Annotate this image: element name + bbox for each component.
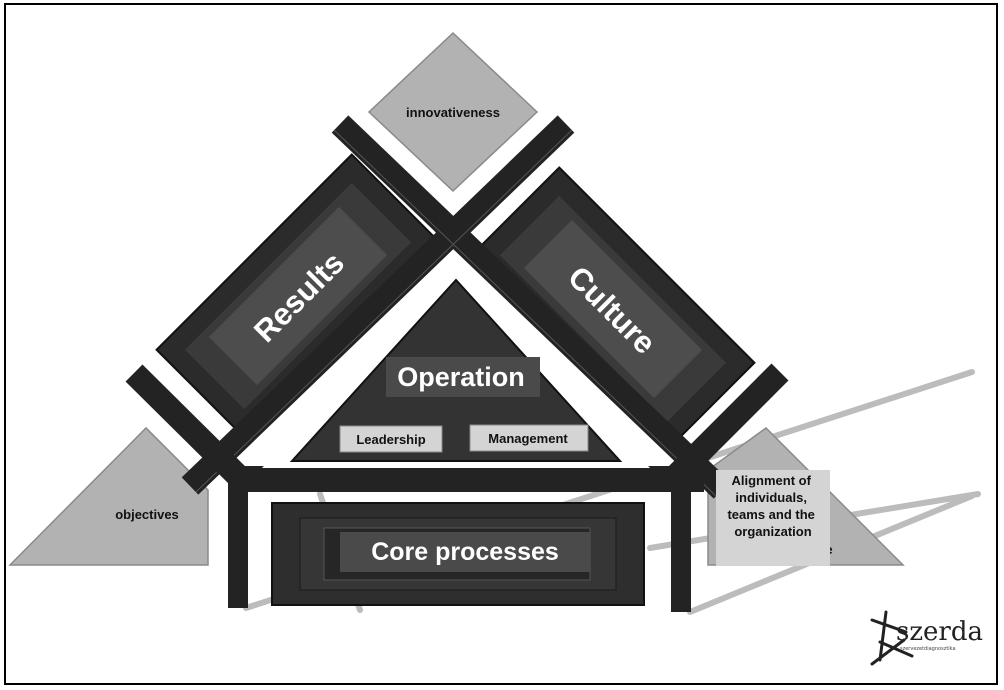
leadership-box (339, 425, 443, 453)
diagonal-bands (181, 115, 731, 499)
logo-mark-icon (870, 610, 914, 666)
operation-label-box (386, 357, 540, 397)
management-box (469, 424, 589, 452)
right-pillar (671, 466, 691, 612)
culture-block: Culture (470, 166, 756, 452)
diagonal-band-edges (195, 129, 717, 497)
szerda-logo: szerda szervezetdiagnosztika (870, 610, 983, 666)
core-processes-label: Core processes (371, 538, 559, 566)
operation-block: Operation Leadership Management (262, 260, 650, 468)
core-processes-block: Core processes (271, 502, 645, 606)
alignment-line-1: Alignment of (731, 473, 811, 488)
objectives-node: objectives (8, 426, 209, 566)
logo-text: szerda (896, 617, 983, 647)
innovativeness-label: innovativeness (406, 105, 500, 120)
alignment-line-3: teams and the (727, 507, 814, 522)
alignment-line-2: individuals, (735, 490, 807, 505)
leadership-label: Leadership (356, 432, 425, 447)
operation-label: Operation (397, 362, 525, 392)
logo-subtext: szervezetdiagnosztika (900, 646, 956, 652)
alignment-line-4: organization (734, 524, 811, 539)
management-label: Management (488, 431, 568, 446)
outer-arms (125, 363, 789, 491)
objectives-label: objectives (115, 507, 179, 522)
alignment-text-box: Alignment of individuals, teams and the … (716, 470, 830, 566)
innovativeness-node: innovativeness (367, 31, 539, 193)
horizontal-band (228, 466, 704, 492)
left-pillar (228, 466, 248, 608)
results-block: Results (155, 153, 441, 439)
svg-text:Alignment of individuals: Alignment of individuals, teams and the … (727, 473, 818, 539)
